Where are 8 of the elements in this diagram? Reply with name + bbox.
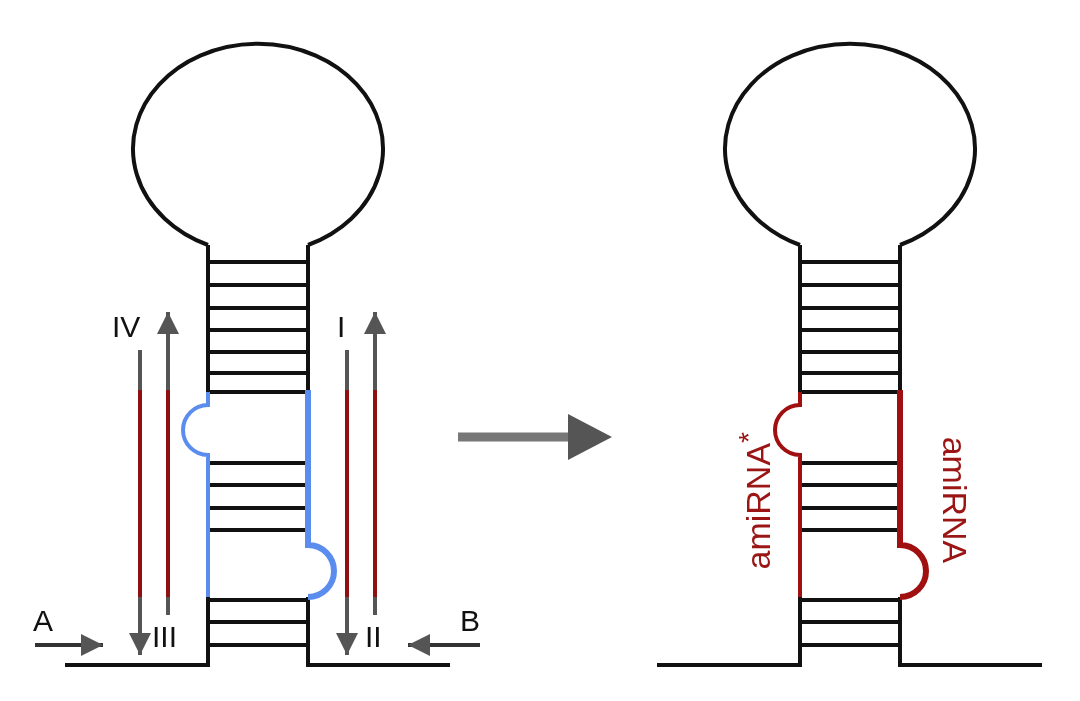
arrow bbox=[458, 414, 612, 460]
primer-label: III bbox=[152, 622, 177, 652]
strand-label: amiRNA bbox=[937, 436, 972, 564]
primer-label: IV bbox=[112, 312, 141, 342]
primer-label: B bbox=[460, 606, 480, 636]
primer-label: A bbox=[33, 606, 53, 636]
primer-label: I bbox=[337, 312, 346, 342]
primer-label: II bbox=[365, 622, 382, 652]
